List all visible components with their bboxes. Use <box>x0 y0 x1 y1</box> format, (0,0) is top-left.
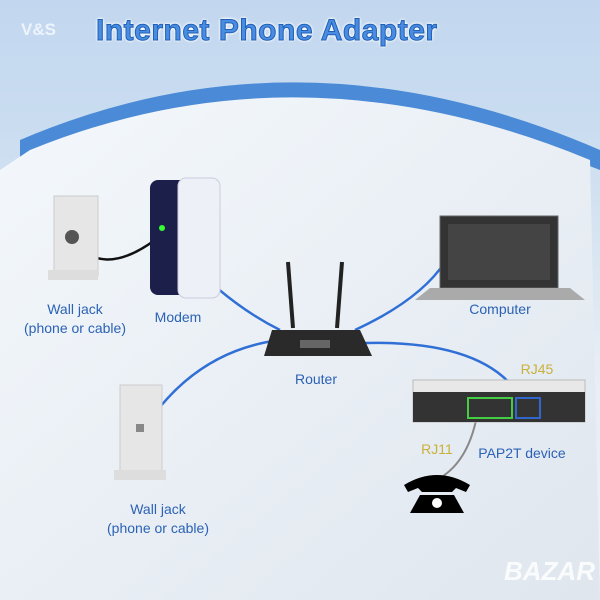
blue-arc <box>20 82 600 170</box>
computer-label: Computer <box>469 301 531 317</box>
rj11-ports <box>467 397 513 419</box>
label-line: Wall jack <box>47 301 103 317</box>
watermark: BAZAR <box>504 556 595 586</box>
label-line: (phone or cable) <box>107 520 209 536</box>
pap2t-label: PAP2T device <box>478 445 566 461</box>
telephone-icon <box>404 475 470 513</box>
router-label: Router <box>294 371 338 387</box>
router-icon <box>264 261 372 356</box>
computer-icon <box>415 215 585 300</box>
rj45-label: RJ45 <box>520 361 554 377</box>
label-line: Wall jack <box>130 501 186 517</box>
rj11-label: RJ11 <box>421 441 453 457</box>
modem-label: Modem <box>154 309 202 325</box>
logo: V&S <box>21 20 56 39</box>
wall-jack-2-label: Wall jack (phone or cable) <box>107 500 209 538</box>
label-line: (phone or cable) <box>24 320 126 336</box>
wall-jack-1-label: Wall jack (phone or cable) <box>24 300 126 338</box>
rj45-port <box>515 397 541 419</box>
cable-router-computer <box>354 261 447 332</box>
wall-jack-2-icon <box>114 384 166 480</box>
pap2t-device-icon <box>412 379 586 423</box>
page-title: Internet Phone Adapter <box>96 14 438 48</box>
wall-jack-1-icon <box>48 195 99 280</box>
modem-icon <box>150 177 221 299</box>
